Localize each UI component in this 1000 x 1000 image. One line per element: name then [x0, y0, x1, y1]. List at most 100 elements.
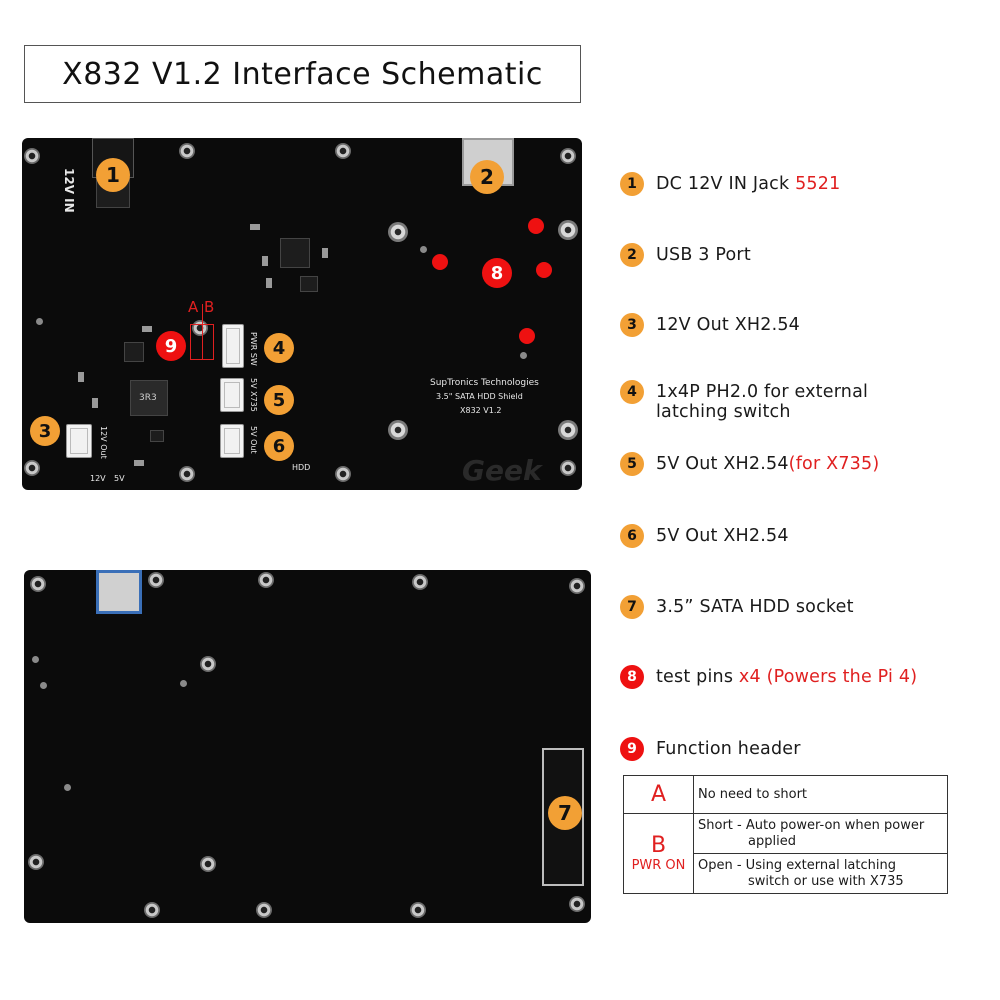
pwr-sw-label: PWR SW	[249, 332, 258, 366]
legend-item-7: 7 3.5” SATA HDD socket	[620, 595, 854, 619]
callout-9: 9	[156, 331, 186, 361]
legend-badge: 2	[620, 243, 644, 267]
callout-8: 8	[482, 258, 512, 288]
mount-hole	[24, 460, 40, 476]
mount-hole	[179, 466, 195, 482]
mount-hole	[179, 143, 195, 159]
table-row: B PWR ON Short - Auto power-on when powe…	[623, 813, 948, 894]
table-row: Open - Using external latching switch or…	[624, 853, 948, 894]
callout-6: 6	[264, 431, 294, 461]
legend-item-4: 4 1x4P PH2.0 for external latching switc…	[620, 380, 926, 422]
legend-item-5: 5 5V Out XH2.54(for X735)	[620, 452, 879, 476]
12v-out-connector	[66, 424, 92, 458]
5v-out-label: 5V Out	[249, 426, 258, 454]
mount-hole	[558, 220, 578, 240]
callout-2: 2	[470, 160, 504, 194]
legend-text: DC 12V IN Jack 5521	[656, 174, 841, 194]
legend-text: USB 3 Port	[656, 245, 751, 265]
board-bottom-view: 7	[24, 570, 591, 923]
smd-part	[322, 248, 328, 258]
table-row: A No need to short	[623, 775, 948, 814]
regulator-ic	[124, 342, 144, 362]
mount-hole	[569, 896, 585, 912]
via	[520, 352, 527, 359]
header-a-label: A	[188, 298, 199, 316]
table-key-a: A	[623, 775, 694, 814]
table-desc-a: No need to short	[693, 775, 948, 814]
small-ic	[300, 276, 318, 292]
legend-text: 1x4P PH2.0 for external latching switch	[656, 382, 869, 422]
x735-5v-connector	[220, 378, 244, 412]
test-pin	[528, 218, 544, 234]
hdd-label: HDD	[292, 463, 311, 472]
board-line-2: 3.5" SATA HDD Shield	[436, 392, 523, 401]
legend-item-8: 8 test pins x4 (Powers the Pi 4)	[620, 665, 917, 689]
vin-label: 12V IN	[62, 168, 76, 213]
smd-part	[266, 278, 272, 288]
legend-item-3: 3 12V Out XH2.54	[620, 313, 800, 337]
mount-hole	[388, 222, 408, 242]
regulator-ic	[150, 430, 164, 442]
inductor	[130, 380, 168, 416]
board-top-view: 12V IN 3R3 A B PWR SW 5V X735 5V Out 12V…	[22, 138, 582, 490]
legend-text: Function header	[656, 739, 801, 759]
schematic-title: X832 V1.2 Interface Schematic	[24, 45, 581, 103]
callout-7: 7	[548, 796, 582, 830]
legend-text: test pins x4 (Powers the Pi 4)	[656, 667, 918, 687]
smd-part	[134, 460, 144, 466]
header-b-label: B	[204, 298, 215, 316]
legend-badge: 7	[620, 595, 644, 619]
usb3-port-bottom	[96, 570, 142, 614]
table-desc-b-open: Open - Using external latching switch or…	[693, 853, 948, 894]
legend-badge: 1	[620, 172, 644, 196]
via	[40, 682, 47, 689]
watermark: Geek	[462, 454, 542, 487]
via	[420, 246, 427, 253]
smd-part	[250, 224, 260, 230]
legend-badge: 9	[620, 737, 644, 761]
mount-hole	[258, 572, 274, 588]
smd-part	[78, 372, 84, 382]
callout-4: 4	[264, 333, 294, 363]
test-pin	[519, 328, 535, 344]
12v-out-label: 12V Out	[99, 426, 108, 459]
legend-text: 12V Out XH2.54	[656, 315, 801, 335]
table-desc-b-short: Short - Auto power-on when power applied	[693, 813, 948, 854]
callout-5: 5	[264, 385, 294, 415]
mount-hole	[410, 902, 426, 918]
pwr-sw-connector	[222, 324, 244, 368]
legend-item-1: 1 DC 12V IN Jack 5521	[620, 172, 840, 196]
legend-text: 3.5” SATA HDD socket	[656, 597, 854, 617]
x735-5v-label: 5V X735	[249, 378, 258, 412]
table-key-b: B PWR ON	[623, 813, 694, 894]
mount-hole	[24, 148, 40, 164]
mount-hole	[335, 466, 351, 482]
board-line-3: X832 V1.2	[460, 406, 502, 415]
mount-hole	[28, 854, 44, 870]
test-pin	[536, 262, 552, 278]
mount-hole	[30, 576, 46, 592]
legend-badge: 6	[620, 524, 644, 548]
legend-item-6: 6 5V Out XH2.54	[620, 524, 789, 548]
mount-hole	[412, 574, 428, 590]
legend-badge: 8	[620, 665, 644, 689]
mount-hole	[144, 902, 160, 918]
test-pin	[432, 254, 448, 270]
12v-label: 12V	[90, 474, 106, 483]
mount-hole	[569, 578, 585, 594]
controller-ic	[280, 238, 310, 268]
legend-badge: 3	[620, 313, 644, 337]
legend-item-2: 2 USB 3 Port	[620, 243, 751, 267]
inductor-label: 3R3	[139, 393, 157, 403]
legend-text: 5V Out XH2.54(for X735)	[656, 454, 880, 474]
mount-hole	[200, 656, 216, 672]
mount-hole	[256, 902, 272, 918]
legend-badge: 4	[620, 380, 644, 404]
smd-part	[92, 398, 98, 408]
mount-hole	[200, 856, 216, 872]
callout-3: 3	[30, 416, 60, 446]
via	[36, 318, 43, 325]
5v-label: 5V	[114, 474, 125, 483]
mount-hole	[388, 420, 408, 440]
mount-hole	[148, 572, 164, 588]
